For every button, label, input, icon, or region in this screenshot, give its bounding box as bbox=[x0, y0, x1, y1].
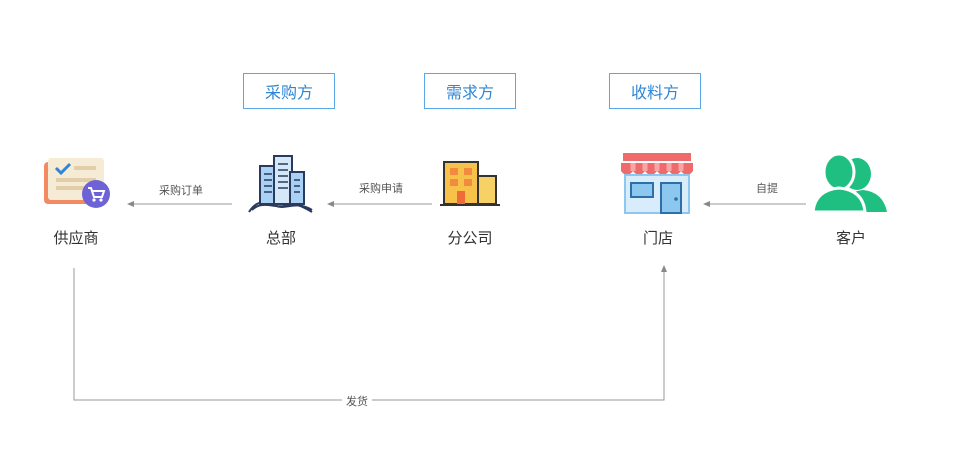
node-label-branch: 分公司 bbox=[447, 229, 493, 247]
branch-building-icon bbox=[440, 158, 500, 208]
edge-label-purchase-order: 采购订单 bbox=[159, 184, 203, 197]
storefront-icon bbox=[619, 151, 695, 215]
supplier-cart-icon bbox=[42, 156, 114, 212]
customers-people-icon bbox=[811, 150, 891, 214]
node-label-headquarters: 总部 bbox=[265, 229, 296, 247]
role-purchaser: 采购方 bbox=[243, 73, 335, 109]
role-receiver: 收料方 bbox=[609, 73, 701, 109]
role-demander: 需求方 bbox=[424, 73, 516, 109]
node-label-customer: 客户 bbox=[835, 229, 866, 247]
node-label-store: 门店 bbox=[642, 229, 673, 247]
headquarters-buildings-icon bbox=[246, 150, 316, 214]
node-label-supplier: 供应商 bbox=[53, 229, 99, 247]
edge-label-purchase-request: 采购申请 bbox=[359, 182, 403, 195]
arrow-supplier-to-store bbox=[73, 265, 667, 401]
edge-label-shipping: 发货 bbox=[346, 395, 368, 408]
edge-label-self-pickup: 自提 bbox=[756, 182, 778, 195]
